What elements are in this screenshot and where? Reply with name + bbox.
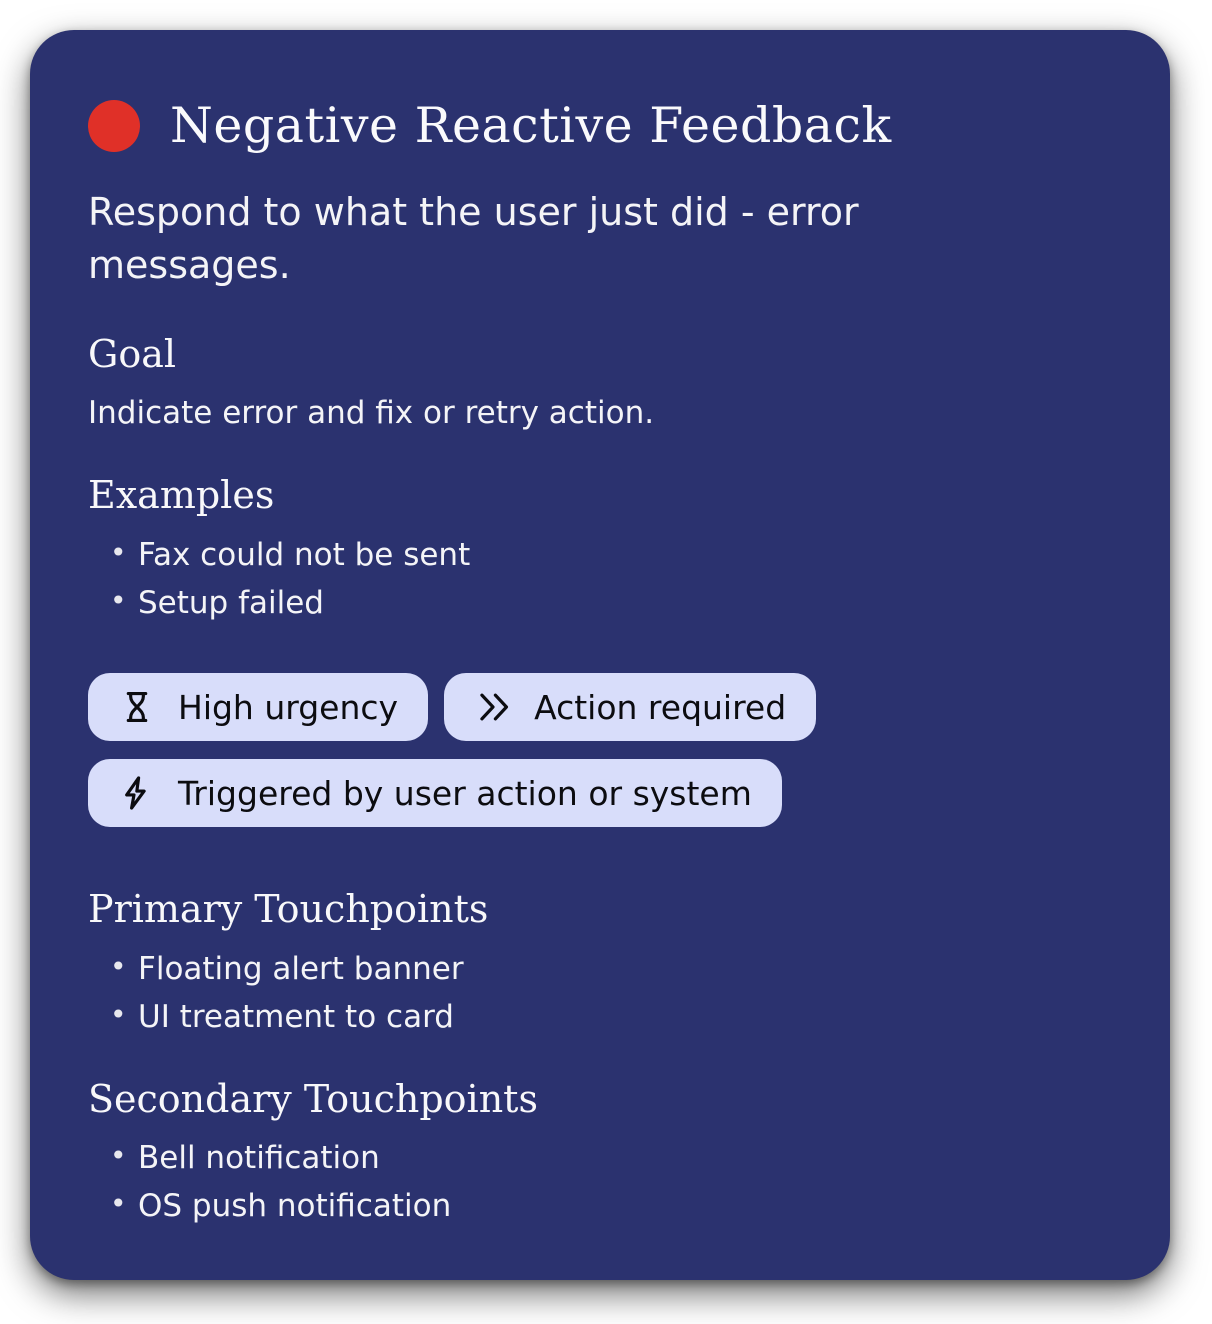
hourglass-icon: [118, 688, 156, 726]
badge-high-urgency: High urgency: [88, 673, 429, 742]
lightning-bolt-icon: [118, 774, 156, 812]
list-item: Setup failed: [88, 579, 1112, 627]
list-item: OS push notification: [88, 1182, 1112, 1230]
badge-label: Action required: [534, 687, 787, 727]
primary-touchpoints-heading: Primary Touchpoints: [88, 887, 489, 932]
card-title: Negative Reactive Feedback: [170, 97, 892, 155]
feedback-card: Negative Reactive Feedback Respond to wh…: [30, 30, 1170, 1280]
badge-label: High urgency: [178, 687, 399, 727]
list-item: Fax could not be sent: [88, 531, 1112, 579]
examples-heading: Examples: [88, 473, 275, 518]
primary-touchpoints-list: Floating alert banner UI treatment to ca…: [88, 945, 1112, 1041]
double-chevron-right-icon: [474, 688, 512, 726]
card-description: Respond to what the user just did - erro…: [88, 190, 859, 288]
list-item: Bell notification: [88, 1134, 1112, 1182]
card-header: Negative Reactive Feedback: [88, 30, 1112, 152]
secondary-touchpoints-list: Bell notification OS push notification: [88, 1134, 1112, 1230]
attribute-badges: High urgency Action required Triggered b…: [88, 673, 828, 828]
badge-trigger: Triggered by user action or system: [88, 759, 782, 828]
badge-action-required: Action required: [444, 673, 817, 742]
examples-list: Fax could not be sent Setup failed: [88, 531, 1112, 627]
badge-label: Triggered by user action or system: [178, 773, 752, 813]
goal-text: Indicate error and fix or retry action.: [88, 394, 655, 431]
secondary-touchpoints-heading: Secondary Touchpoints: [88, 1076, 538, 1121]
list-item: Floating alert banner: [88, 945, 1112, 993]
red-status-dot-icon: [88, 100, 140, 152]
list-item: UI treatment to card: [88, 993, 1112, 1041]
goal-heading: Goal: [88, 332, 177, 377]
